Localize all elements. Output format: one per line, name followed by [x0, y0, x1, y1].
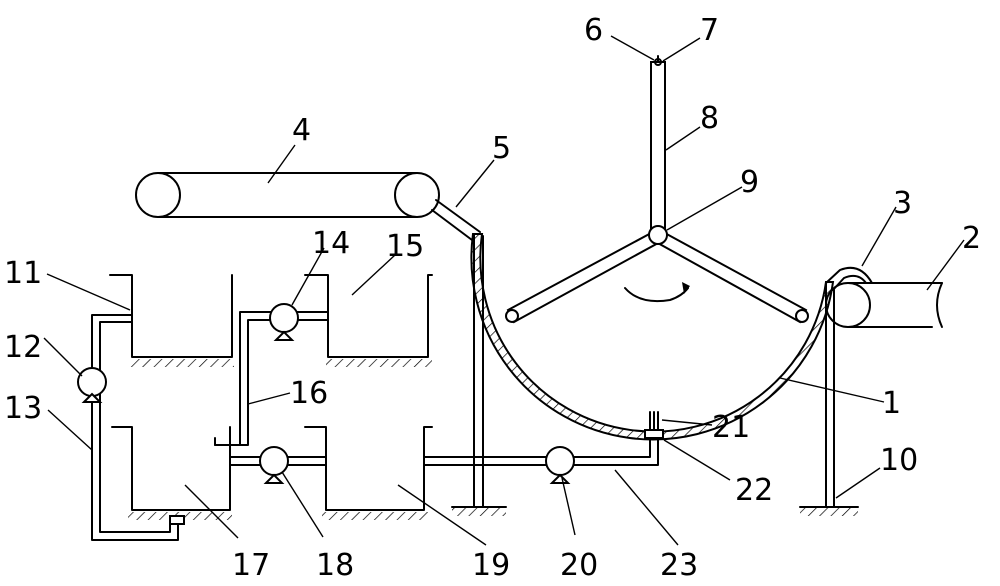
label-13: 13 [4, 391, 42, 426]
pipe-23 [423, 411, 659, 466]
chute-5 [431, 199, 481, 241]
label-12: 12 [4, 330, 42, 365]
trough-1 [470, 233, 835, 441]
tank-19 [304, 426, 433, 520]
belt-3 [825, 266, 873, 291]
label-5: 5 [492, 131, 511, 166]
label-22: 22 [735, 473, 773, 508]
label-15: 15 [386, 229, 424, 264]
label-3: 3 [893, 186, 912, 221]
leader-lines [43, 35, 965, 546]
label-18: 18 [316, 548, 354, 583]
pump-12 [77, 367, 107, 403]
conveyor-belt-2 [825, 282, 943, 328]
part-labels: 1 2 3 4 5 6 7 8 9 10 11 12 13 14 15 16 1… [4, 13, 981, 583]
conveyor-belt-4 [135, 172, 440, 218]
label-1: 1 [882, 386, 901, 421]
label-17: 17 [232, 548, 270, 583]
label-8: 8 [700, 101, 719, 136]
label-9: 9 [740, 165, 759, 200]
tank-15 [304, 274, 433, 367]
label-10: 10 [880, 443, 918, 478]
label-20: 20 [560, 548, 598, 583]
pump-18 [259, 446, 289, 484]
support-post-10 [799, 281, 859, 516]
label-21: 21 [712, 410, 750, 445]
label-23: 23 [660, 548, 698, 583]
pump-14 [269, 303, 299, 341]
pump-20 [545, 446, 575, 484]
pipe-13 [91, 314, 185, 541]
valve-21-22 [644, 411, 664, 439]
label-4: 4 [292, 113, 311, 148]
label-19: 19 [472, 548, 510, 583]
label-16: 16 [290, 376, 328, 411]
label-6: 6 [584, 13, 603, 48]
support-post-left [451, 233, 507, 516]
label-2: 2 [962, 221, 981, 256]
rotating-arm-frame-9 [505, 55, 809, 324]
tank-11 [109, 274, 234, 367]
label-11: 11 [4, 256, 42, 291]
label-7: 7 [700, 13, 719, 48]
label-14: 14 [312, 226, 350, 261]
